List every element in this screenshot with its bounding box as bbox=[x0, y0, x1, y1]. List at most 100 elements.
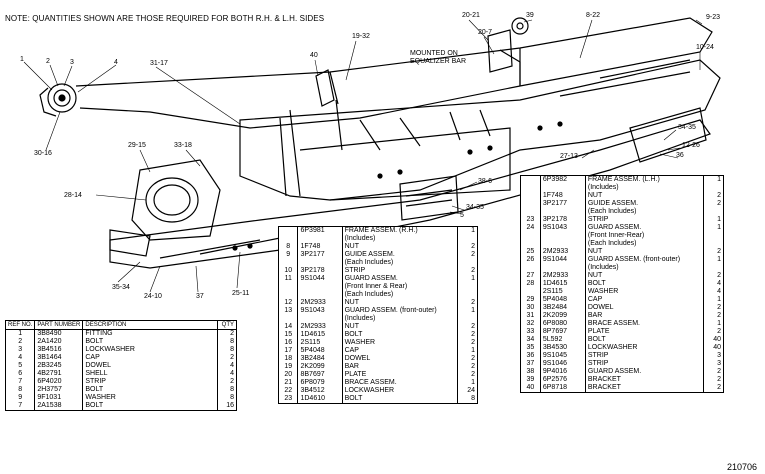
description-cell: DOWEL bbox=[587, 304, 614, 311]
ref-cell: 31 bbox=[520, 312, 541, 320]
table-row: (Includes) bbox=[278, 315, 478, 323]
ref-cell bbox=[278, 315, 299, 323]
part-number-cell bbox=[297, 291, 343, 299]
ref-cell bbox=[278, 226, 299, 235]
description-cell: STRIP bbox=[587, 216, 609, 223]
callout-label: 35-34 bbox=[112, 284, 130, 291]
description-cell: DOWEL bbox=[344, 355, 371, 362]
table-row: (Each Includes) bbox=[520, 208, 724, 216]
part-number-cell bbox=[540, 264, 586, 272]
qty-cell: 2 bbox=[457, 251, 478, 259]
part-number-cell: 9S1044 bbox=[540, 256, 586, 264]
part-number-cell: 1D4610 bbox=[297, 395, 343, 404]
description-cell: (Each Includes) bbox=[587, 208, 637, 215]
part-number-cell: 1F748 bbox=[540, 192, 586, 200]
qty-cell bbox=[703, 240, 724, 248]
callout-label: 36 bbox=[676, 152, 684, 159]
header-description: DESCRIPTION bbox=[82, 320, 218, 330]
qty-cell: 2 bbox=[703, 384, 724, 393]
table-row: (Front Inner-Rear) bbox=[520, 232, 724, 240]
description-cell: GUARD ASSEM. bbox=[344, 275, 398, 282]
ref-cell: 18 bbox=[278, 355, 299, 363]
description-cell: NUT bbox=[344, 323, 359, 330]
qty-cell: 2 bbox=[217, 329, 237, 338]
qty-cell: 40 bbox=[703, 344, 724, 352]
ref-cell: 40 bbox=[520, 384, 541, 393]
description-cell: GUIDE ASSEM. bbox=[344, 251, 395, 258]
callout-label: 37 bbox=[196, 293, 204, 300]
callout-label: 20-7 bbox=[478, 29, 493, 36]
qty-cell: 1 bbox=[703, 320, 724, 328]
qty-cell: 8 bbox=[217, 338, 237, 346]
part-number-cell bbox=[297, 235, 343, 243]
callout-label: 25-11 bbox=[232, 290, 250, 297]
ref-cell: 8 bbox=[5, 386, 36, 394]
mounted-label-line-1: MOUNTED ON bbox=[410, 50, 458, 57]
description-cell: NUT bbox=[344, 299, 359, 306]
part-number-cell: 9S1043 bbox=[297, 307, 343, 315]
ref-cell: 30 bbox=[520, 304, 541, 312]
ref-cell: 16 bbox=[278, 339, 299, 347]
ref-cell: 5 bbox=[5, 362, 36, 370]
callout-label: 4 bbox=[114, 59, 118, 66]
ref-cell: 33 bbox=[520, 328, 541, 336]
qty-cell: 8 bbox=[217, 346, 237, 354]
qty-cell: 8 bbox=[217, 386, 237, 394]
callout-label: 28-14 bbox=[64, 192, 82, 199]
description-cell: (Includes) bbox=[587, 264, 619, 271]
ref-cell: 36 bbox=[520, 352, 541, 360]
description-cell: STRIP bbox=[587, 352, 609, 359]
part-number-cell: 2S115 bbox=[540, 288, 586, 296]
callout-label: 20-21 bbox=[462, 12, 480, 19]
table-row: (Each Includes) bbox=[520, 240, 724, 248]
description-cell: BOLT bbox=[344, 395, 363, 402]
description-cell: (Includes) bbox=[344, 235, 376, 242]
callout-label: 29-15 bbox=[128, 142, 146, 149]
ref-cell: 14 bbox=[278, 323, 299, 331]
part-number-cell bbox=[540, 232, 586, 240]
qty-cell: 2 bbox=[703, 376, 724, 384]
callout-label: 3 bbox=[70, 59, 74, 66]
qty-cell: 1 bbox=[457, 275, 478, 283]
ref-cell: 11 bbox=[278, 275, 299, 283]
ref-cell: 28 bbox=[520, 280, 541, 288]
part-number-cell: 9F1031 bbox=[34, 394, 84, 402]
ref-cell: 29 bbox=[520, 296, 541, 304]
ref-cell: 13 bbox=[278, 307, 299, 315]
table-row: (Includes) bbox=[520, 264, 724, 272]
ref-cell bbox=[278, 291, 299, 299]
ref-cell: 8 bbox=[278, 243, 299, 251]
description-cell: CAP bbox=[587, 296, 603, 303]
description-cell: NUT bbox=[344, 243, 359, 250]
qty-cell: 1 bbox=[457, 347, 478, 355]
figure-number: 210706 bbox=[726, 462, 757, 472]
part-number-cell: 9S1043 bbox=[540, 224, 586, 232]
qty-cell: 2 bbox=[457, 355, 478, 363]
part-number-cell: 3B2484 bbox=[297, 355, 343, 363]
part-number-cell bbox=[540, 208, 586, 216]
description-cell: NUT bbox=[587, 192, 603, 199]
ref-cell: 32 bbox=[520, 320, 541, 328]
ref-cell bbox=[278, 283, 299, 291]
description-cell: NUT bbox=[587, 248, 603, 255]
qty-cell bbox=[703, 208, 724, 216]
qty-cell: 2 bbox=[457, 243, 478, 251]
ref-cell bbox=[520, 175, 541, 184]
qty-cell: 3 bbox=[703, 352, 724, 360]
qty-cell: 2 bbox=[703, 368, 724, 376]
description-cell: (Front Inner & Rear) bbox=[344, 283, 408, 290]
qty-cell: 8 bbox=[457, 395, 478, 404]
qty-cell: 2 bbox=[703, 328, 724, 336]
